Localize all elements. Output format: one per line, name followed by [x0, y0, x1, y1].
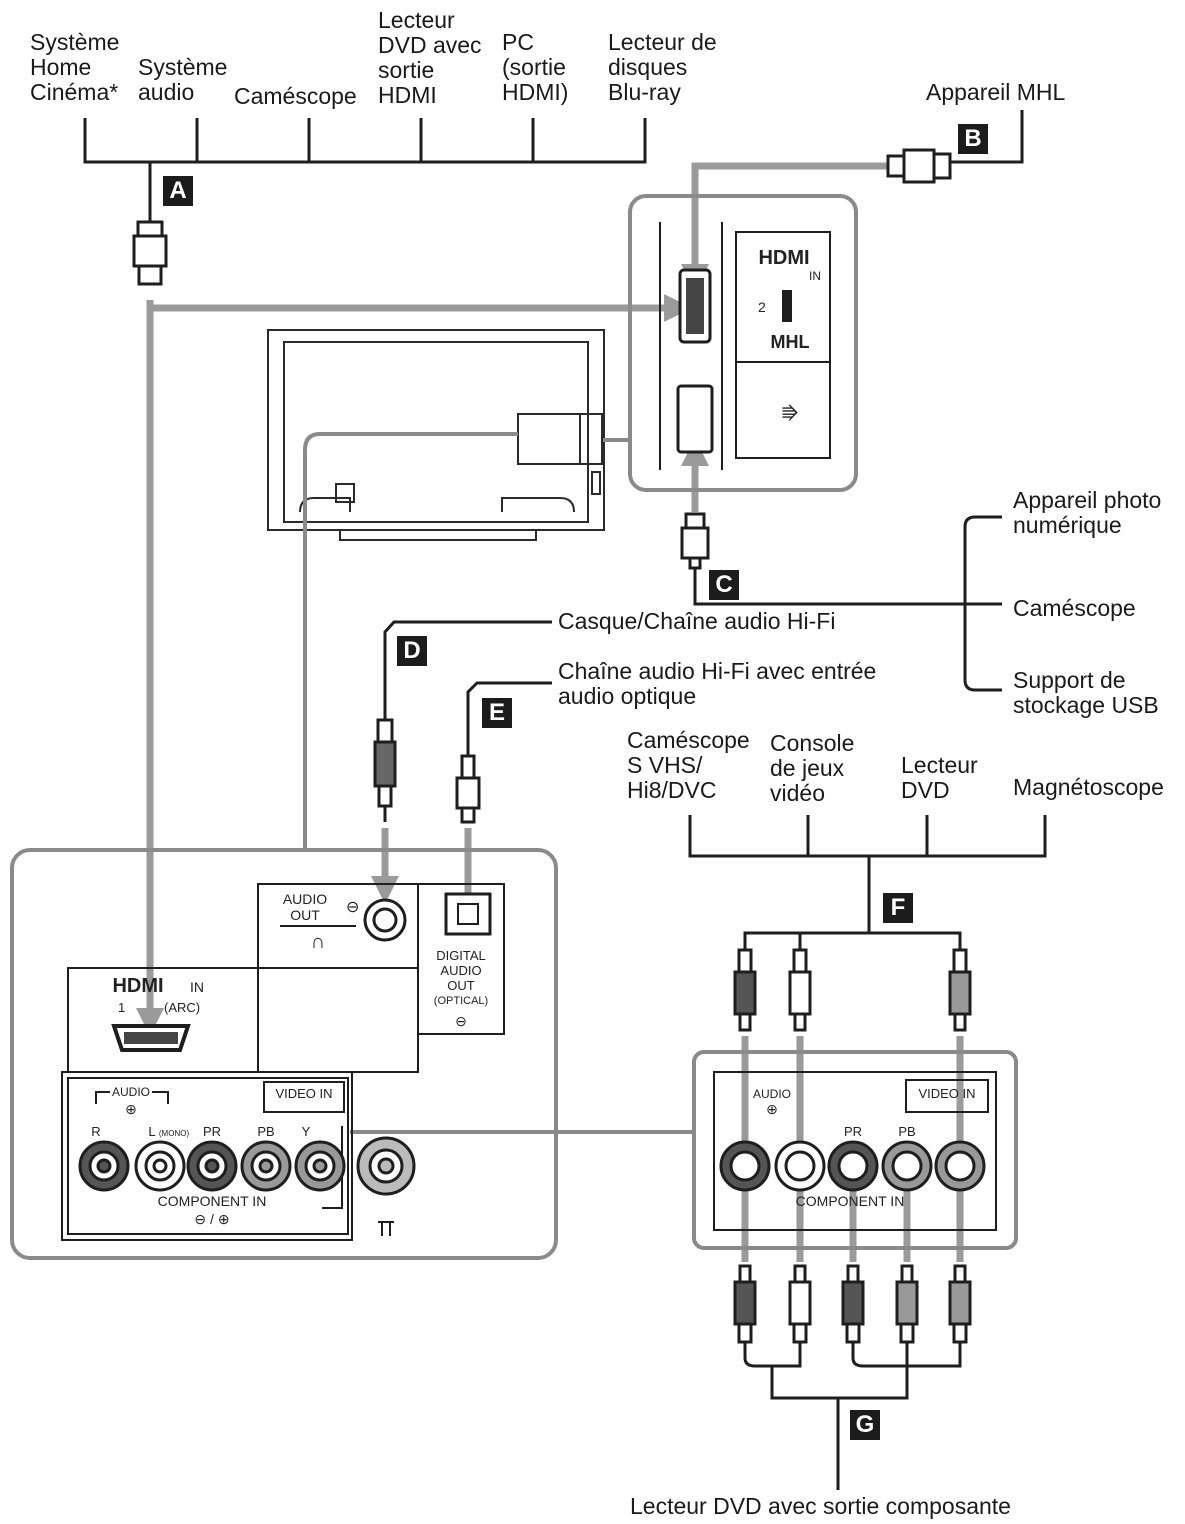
cable-tag-b: B — [958, 124, 988, 154]
rca-plugs-f — [733, 948, 972, 1032]
svg-text:R: R — [91, 1124, 100, 1139]
svg-text:Y: Y — [302, 1124, 311, 1139]
cable-tag-f: F — [883, 893, 913, 923]
svg-text:PR: PR — [844, 1124, 862, 1139]
svg-text:IN: IN — [190, 979, 204, 995]
cable-tag-a: A — [163, 176, 193, 206]
usb-device-camcorder: Caméscope — [1013, 595, 1136, 621]
hdmi-plug-a — [132, 220, 168, 286]
svg-text:⊖ / ⊕: ⊖ / ⊕ — [194, 1211, 229, 1227]
usb-port — [676, 384, 714, 454]
svg-text:1: 1 — [118, 1000, 125, 1015]
headphone-plug-d — [373, 718, 397, 822]
video-device-console: Console de jeux vidéo — [770, 730, 855, 806]
svg-text:PR: PR — [203, 1124, 221, 1139]
device-dvd-hdmi: Lecteur DVD avec sortie HDMI — [378, 7, 482, 108]
component-dvd-device: Lecteur DVD avec sortie composante — [630, 1493, 1011, 1519]
tv-back — [267, 329, 605, 541]
side-hdmi-logo: HDMI — [758, 247, 809, 269]
device-pc: PC (sortie HDMI) — [502, 29, 569, 105]
svg-text:L: L — [148, 1124, 155, 1139]
rear-hdmi-logo: HDMI — [112, 975, 163, 997]
rear-panel-inner — [61, 883, 505, 1241]
video-device-vcr: Magnétoscope — [1013, 774, 1164, 800]
device-bluray: Lecteur de disques Blu-ray — [608, 29, 717, 105]
side-panel — [628, 194, 858, 492]
usb-plug-c — [680, 512, 710, 570]
svg-text:PB: PB — [898, 1124, 915, 1139]
svg-text:PB: PB — [257, 1124, 274, 1139]
usb-device-storage: Support de stockage USB — [1013, 667, 1159, 718]
cable-tag-c: C — [709, 570, 739, 600]
cable-tag-g: G — [850, 1410, 880, 1440]
svg-text:(ARC): (ARC) — [164, 1000, 200, 1015]
rear-panel — [10, 848, 558, 1260]
svg-text:COMPONENT IN: COMPONENT IN — [796, 1193, 905, 1209]
mhl-logo: MHL — [771, 332, 810, 352]
rear-rca-jacks — [78, 1136, 416, 1196]
cable-tag-d: D — [397, 636, 427, 666]
enlarged-panel — [692, 1050, 1018, 1250]
headphone-icon: ∩ — [311, 931, 325, 953]
usb-icon: ⭆ — [782, 404, 798, 424]
device-camcorder: Caméscope — [234, 83, 357, 109]
device-mhl: Appareil MHL — [926, 79, 1066, 105]
video-device-dvd: Lecteur DVD — [901, 752, 978, 803]
svg-text:(MONO): (MONO) — [159, 1129, 190, 1138]
svg-text:VIDEO IN: VIDEO IN — [918, 1086, 975, 1101]
optical-device: Chaîne audio Hi-Fi avec entrée audio opt… — [558, 658, 877, 709]
mhl-plug-b — [886, 148, 952, 184]
device-audio-system: Système audio — [138, 54, 228, 105]
device-home-cinema: Système Home Cinéma* — [30, 29, 120, 105]
grey-cables — [136, 162, 974, 1262]
svg-text:AUDIO: AUDIO — [753, 1087, 791, 1101]
svg-text:⊖: ⊖ — [455, 1013, 467, 1029]
svg-text:2: 2 — [758, 299, 766, 315]
top-device-bracket — [83, 118, 647, 222]
antenna-icon — [378, 1221, 394, 1236]
svg-text:⊕: ⊕ — [125, 1101, 137, 1117]
svg-text:⊕: ⊕ — [766, 1101, 778, 1117]
optical-plug-e — [455, 754, 481, 824]
svg-text:IN: IN — [809, 269, 821, 283]
rca-plugs-g — [733, 1264, 972, 1344]
output-icon: ⊖ — [346, 899, 359, 916]
cable-tag-e: E — [482, 698, 512, 728]
black-cables — [383, 110, 1047, 1490]
component-in-label: COMPONENT IN — [158, 1193, 267, 1209]
video-in-label: VIDEO IN — [275, 1086, 332, 1101]
callout-lines — [303, 432, 694, 1134]
side-panel-inner — [659, 222, 831, 470]
usb-device-camera: Appareil photo numérique — [1013, 487, 1162, 538]
audio-group-label: AUDIO — [112, 1085, 150, 1099]
video-device-camcorder: Caméscope S VHS/ Hi8/DVC — [627, 727, 750, 803]
headphone-device: Casque/Chaîne audio Hi-Fi — [558, 608, 836, 634]
